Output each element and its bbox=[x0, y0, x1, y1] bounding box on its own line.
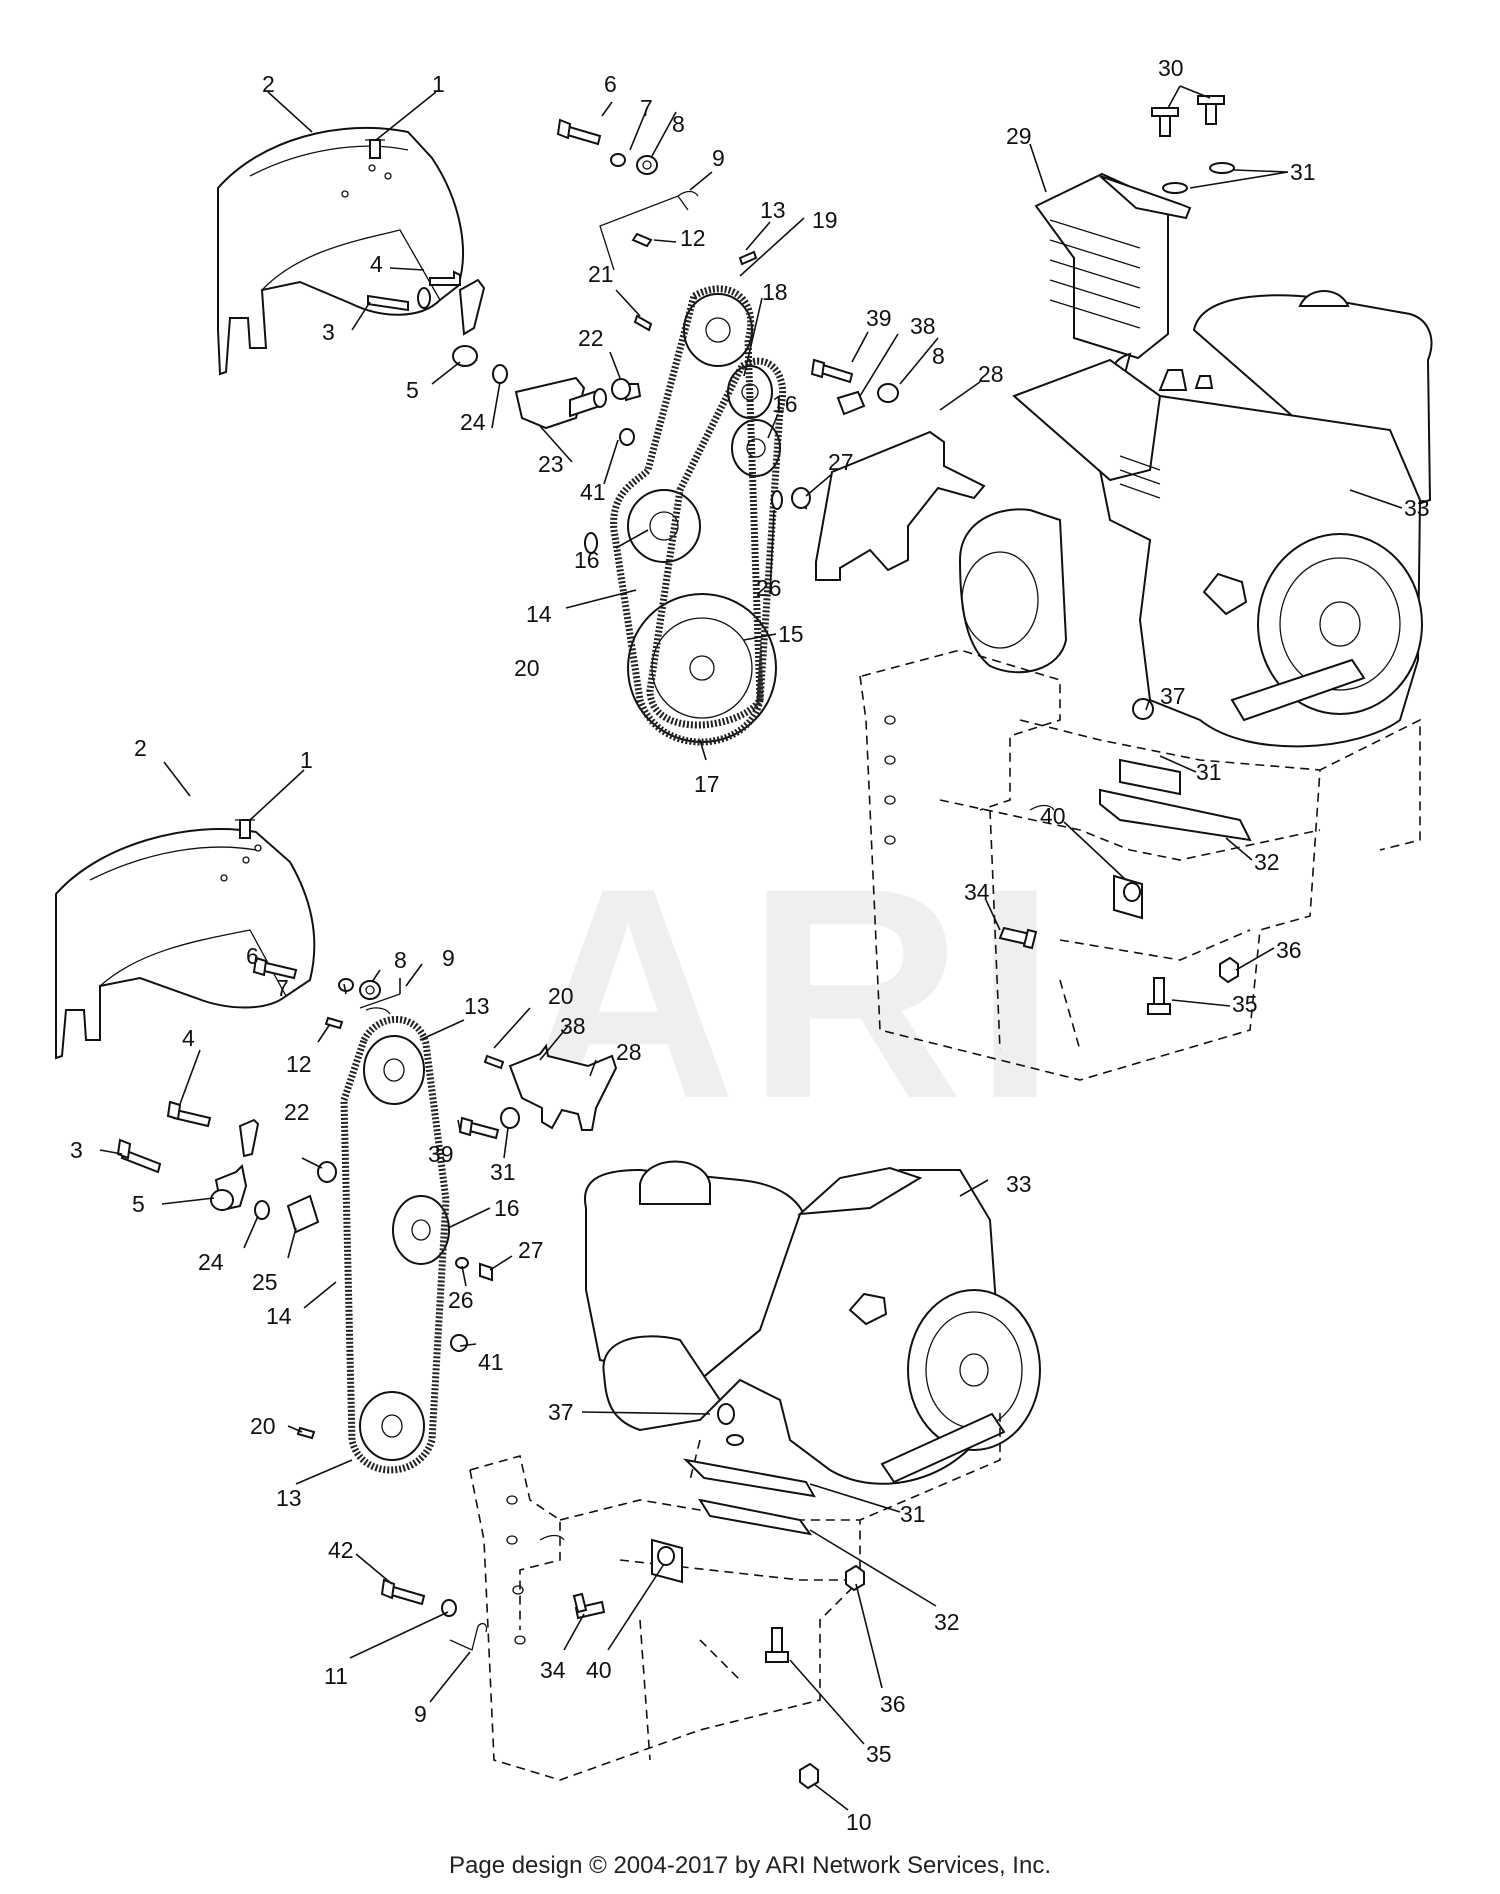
leader-lines bbox=[99, 85, 1403, 1811]
callout-b-14: 14 bbox=[266, 1303, 292, 1329]
callout-31-top: 31 bbox=[1290, 159, 1316, 185]
callout-20: 20 bbox=[514, 655, 540, 681]
callout-13: 13 bbox=[760, 197, 786, 223]
callout-b-32: 32 bbox=[934, 1609, 960, 1635]
callout-28: 28 bbox=[978, 361, 1004, 387]
callout-16-lower: 16 bbox=[574, 547, 600, 573]
callout-5: 5 bbox=[406, 377, 419, 403]
callout-16-upper: 16 bbox=[772, 391, 798, 417]
callout-b-33: 33 bbox=[1006, 1171, 1032, 1197]
callout-b-35: 35 bbox=[866, 1741, 892, 1767]
callout-4: 4 bbox=[370, 251, 383, 277]
callout-30: 30 bbox=[1158, 55, 1184, 81]
fasteners-bottom bbox=[116, 956, 520, 1651]
callout-b-3: 3 bbox=[70, 1137, 83, 1163]
callout-b-4: 4 bbox=[182, 1025, 195, 1051]
callout-32: 32 bbox=[1254, 849, 1280, 875]
frame-top bbox=[859, 649, 1421, 1081]
callout-14: 14 bbox=[526, 601, 552, 627]
callout-3: 3 bbox=[322, 319, 335, 345]
callout-19: 19 bbox=[812, 207, 838, 233]
callout-37: 37 bbox=[1160, 683, 1186, 709]
callout-b-11: 11 bbox=[324, 1663, 348, 1689]
callout-6: 6 bbox=[604, 71, 617, 97]
callout-21: 21 bbox=[588, 261, 614, 287]
callout-7: 7 bbox=[640, 95, 653, 121]
callout-b-22: 22 bbox=[284, 1099, 310, 1125]
callout-b-16: 16 bbox=[494, 1195, 520, 1221]
callout-26: 26 bbox=[756, 575, 782, 601]
ari-watermark: ARI bbox=[520, 825, 1067, 1161]
callout-15: 15 bbox=[778, 621, 804, 647]
callout-9: 9 bbox=[712, 145, 725, 171]
callout-b-7: 7 bbox=[276, 975, 289, 1001]
callout-40: 40 bbox=[1040, 803, 1066, 829]
belt-cover-bottom bbox=[55, 819, 316, 1060]
callout-34: 34 bbox=[964, 879, 990, 905]
callout-23: 23 bbox=[538, 451, 564, 477]
callout-b-6: 6 bbox=[246, 943, 259, 969]
callout-b-28: 28 bbox=[616, 1039, 642, 1065]
callout-b-8: 8 bbox=[394, 947, 407, 973]
callout-b-27: 27 bbox=[518, 1237, 544, 1263]
callout-b-9-lower: 9 bbox=[414, 1701, 427, 1727]
callout-b-36: 36 bbox=[880, 1691, 906, 1717]
callout-b-40: 40 bbox=[586, 1657, 612, 1683]
callout-b-41: 41 bbox=[478, 1349, 504, 1375]
callout-b-31-bracket: 31 bbox=[490, 1159, 516, 1185]
copyright-footer: Page design © 2004-2017 by ARI Network S… bbox=[448, 1852, 1051, 1879]
callout-b-25: 25 bbox=[252, 1269, 278, 1295]
callout-b-13-lower: 13 bbox=[276, 1485, 302, 1511]
pulley-belt-assembly-top bbox=[610, 285, 787, 746]
callout-36: 36 bbox=[1276, 937, 1302, 963]
callout-18: 18 bbox=[762, 279, 788, 305]
callout-1: 1 bbox=[432, 71, 445, 97]
callout-b-13-upper: 13 bbox=[464, 993, 490, 1019]
callout-33: 33 bbox=[1404, 495, 1430, 521]
callout-41: 41 bbox=[580, 479, 606, 505]
callout-b-5: 5 bbox=[132, 1191, 145, 1217]
callout-b-9: 9 bbox=[442, 945, 455, 971]
callout-b-1: 1 bbox=[300, 747, 313, 773]
callout-8-bracket: 8 bbox=[932, 343, 945, 369]
callout-8: 8 bbox=[672, 111, 685, 137]
callout-22: 22 bbox=[578, 325, 604, 351]
callout-b-26: 26 bbox=[448, 1287, 474, 1313]
pulley-belt-assembly-bottom bbox=[340, 1015, 618, 1474]
callout-b-20-upper: 20 bbox=[548, 983, 574, 1009]
callout-24: 24 bbox=[460, 409, 486, 435]
callout-17: 17 bbox=[694, 771, 720, 797]
callout-b-38: 38 bbox=[560, 1013, 586, 1039]
callout-b-39: 39 bbox=[428, 1141, 454, 1167]
engine-bottom bbox=[583, 1160, 1041, 1485]
callout-b-42: 42 bbox=[328, 1537, 354, 1563]
callout-39: 39 bbox=[866, 305, 892, 331]
callout-2: 2 bbox=[262, 71, 275, 97]
callout-12: 12 bbox=[680, 225, 706, 251]
callouts-bottom: 2 1 6 7 8 9 13 20 38 28 12 4 22 39 31 3 … bbox=[70, 735, 1032, 1835]
idler-bracket-top bbox=[367, 270, 642, 446]
callout-b-10: 10 bbox=[846, 1809, 872, 1835]
callout-b-2: 2 bbox=[134, 735, 147, 761]
muffler-guard-top bbox=[1034, 95, 1235, 360]
callout-31-mount: 31 bbox=[1196, 759, 1222, 785]
engine-bracket-top bbox=[771, 358, 986, 581]
callout-b-37: 37 bbox=[548, 1399, 574, 1425]
callout-b-24: 24 bbox=[198, 1249, 224, 1275]
callout-35: 35 bbox=[1232, 991, 1258, 1017]
callout-b-34: 34 bbox=[540, 1657, 566, 1683]
belt-cover-top bbox=[217, 126, 464, 376]
fasteners-top bbox=[556, 118, 758, 554]
frame-bottom bbox=[469, 1410, 1001, 1790]
callout-38: 38 bbox=[910, 313, 936, 339]
callout-29: 29 bbox=[1006, 123, 1032, 149]
callouts-top: 1 2 3 4 5 6 7 8 9 12 13 19 21 22 18 16 2… bbox=[262, 55, 1430, 1017]
callout-27: 27 bbox=[828, 449, 854, 475]
callout-b-20-lower: 20 bbox=[250, 1413, 276, 1439]
engine-top bbox=[958, 290, 1433, 748]
callout-b-31-mount: 31 bbox=[900, 1501, 926, 1527]
callout-b-12: 12 bbox=[286, 1051, 312, 1077]
